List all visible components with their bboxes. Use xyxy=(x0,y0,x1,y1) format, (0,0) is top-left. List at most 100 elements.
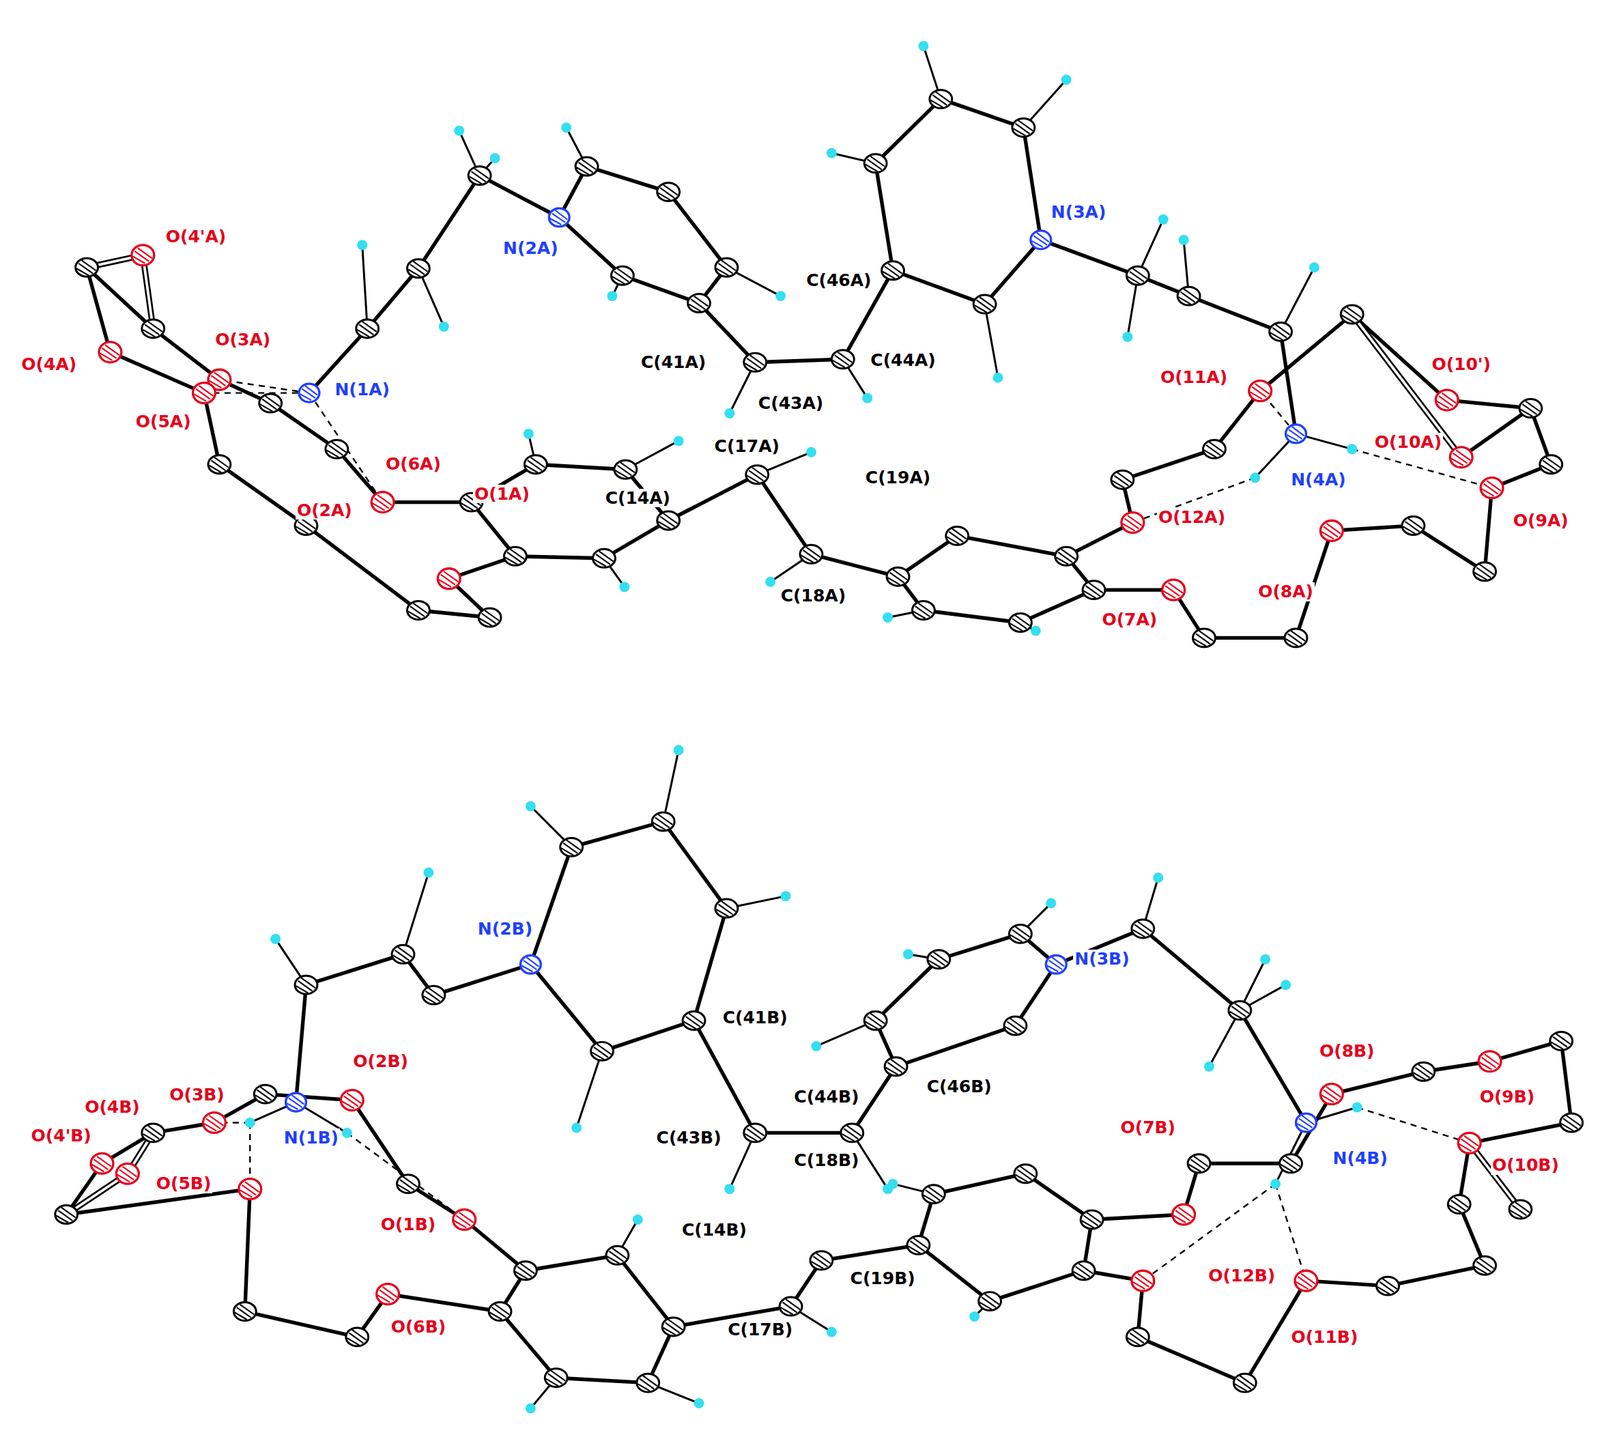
atom xyxy=(1111,470,1134,489)
atom xyxy=(270,933,281,945)
atom xyxy=(238,1178,262,1200)
atom xyxy=(744,352,767,372)
atom xyxy=(1204,1061,1215,1072)
atom xyxy=(1519,399,1542,418)
atom xyxy=(1187,1154,1211,1173)
atom-label: N(4A) xyxy=(1289,470,1348,490)
atom xyxy=(632,1214,644,1225)
atom xyxy=(397,1174,420,1194)
atom xyxy=(298,383,320,403)
atom xyxy=(1061,74,1072,85)
atom-label: C(41B) xyxy=(721,1008,790,1028)
atom-label: O(9A) xyxy=(1511,511,1570,531)
atom-label: N(4B) xyxy=(1331,1148,1390,1168)
atom xyxy=(993,372,1004,383)
atom-label: N(3A) xyxy=(1049,202,1108,222)
atom xyxy=(918,40,929,52)
atom xyxy=(922,1184,945,1204)
atom xyxy=(503,546,527,566)
atom-label: C(43A) xyxy=(756,393,825,413)
atom xyxy=(1012,118,1035,137)
atom xyxy=(619,581,630,592)
atom-label: O(11A) xyxy=(1159,367,1229,388)
atom xyxy=(1447,1195,1471,1214)
atom-label: O(5A) xyxy=(134,412,193,432)
bonds xyxy=(66,98,1572,1383)
atom xyxy=(1030,625,1041,636)
atom-label: O(4'A) xyxy=(164,227,228,247)
atom xyxy=(1126,266,1149,285)
atom xyxy=(1045,898,1056,909)
atom xyxy=(1402,516,1425,536)
atom xyxy=(1550,1031,1573,1050)
atom xyxy=(903,948,914,960)
atom xyxy=(826,148,837,159)
atom xyxy=(513,1261,537,1280)
atom xyxy=(1286,424,1307,444)
atom xyxy=(55,1205,78,1224)
atom xyxy=(422,985,446,1005)
atom xyxy=(1008,613,1032,633)
atom xyxy=(1480,477,1504,499)
atom xyxy=(1309,262,1320,273)
atom xyxy=(1539,455,1563,474)
atom-label: O(7B) xyxy=(1118,1118,1177,1138)
atom xyxy=(780,890,792,902)
atom xyxy=(1152,872,1164,883)
atom xyxy=(1352,1102,1363,1113)
atom-label: O(12B) xyxy=(1206,1266,1277,1286)
atom xyxy=(1177,286,1200,306)
atom xyxy=(1008,924,1032,943)
atom xyxy=(715,258,738,277)
atom xyxy=(591,1041,614,1061)
atom xyxy=(406,259,430,278)
atom xyxy=(1473,1255,1497,1275)
atom xyxy=(973,294,996,314)
atom xyxy=(911,601,935,620)
atom xyxy=(1280,979,1291,990)
atom xyxy=(391,944,415,964)
atom xyxy=(810,1251,833,1270)
atom xyxy=(1284,628,1308,648)
atom xyxy=(1458,1132,1481,1153)
atom xyxy=(524,455,547,474)
atom xyxy=(453,125,465,136)
atom xyxy=(1249,380,1272,402)
atom xyxy=(202,1112,226,1134)
atom-label: O(2B) xyxy=(351,1051,410,1071)
atom xyxy=(1172,1204,1196,1225)
atom xyxy=(1478,1051,1502,1072)
atom xyxy=(1131,1270,1155,1291)
atom xyxy=(571,1122,582,1133)
atom xyxy=(575,156,598,176)
atom-label: C(19B) xyxy=(849,1268,917,1289)
atom xyxy=(1228,1001,1252,1020)
atom-label: C(18A) xyxy=(779,586,848,606)
atom-label: C(41A) xyxy=(639,352,708,373)
atom xyxy=(1296,1113,1317,1132)
atom xyxy=(636,1373,660,1392)
atom-label: O(7A) xyxy=(1100,610,1159,630)
atom xyxy=(724,1183,735,1194)
atom-label: C(44A) xyxy=(868,350,937,370)
atom xyxy=(715,898,738,918)
atom xyxy=(1269,322,1293,341)
atom xyxy=(356,239,368,250)
atom xyxy=(1082,580,1106,600)
atom xyxy=(907,1235,930,1254)
atom xyxy=(208,455,231,474)
atom xyxy=(98,341,122,363)
atom xyxy=(862,393,873,404)
atom xyxy=(969,1311,980,1322)
atom xyxy=(233,1302,256,1321)
atom xyxy=(1340,305,1364,324)
atom xyxy=(840,1123,864,1142)
atom xyxy=(593,548,616,568)
atom-label: O(12A) xyxy=(1156,507,1227,527)
atom-label: O(4B) xyxy=(83,1097,142,1117)
hydrogen-atoms xyxy=(245,40,1363,1414)
atom xyxy=(294,975,318,994)
disorder-bonds xyxy=(66,255,1521,1215)
atom xyxy=(651,812,675,831)
